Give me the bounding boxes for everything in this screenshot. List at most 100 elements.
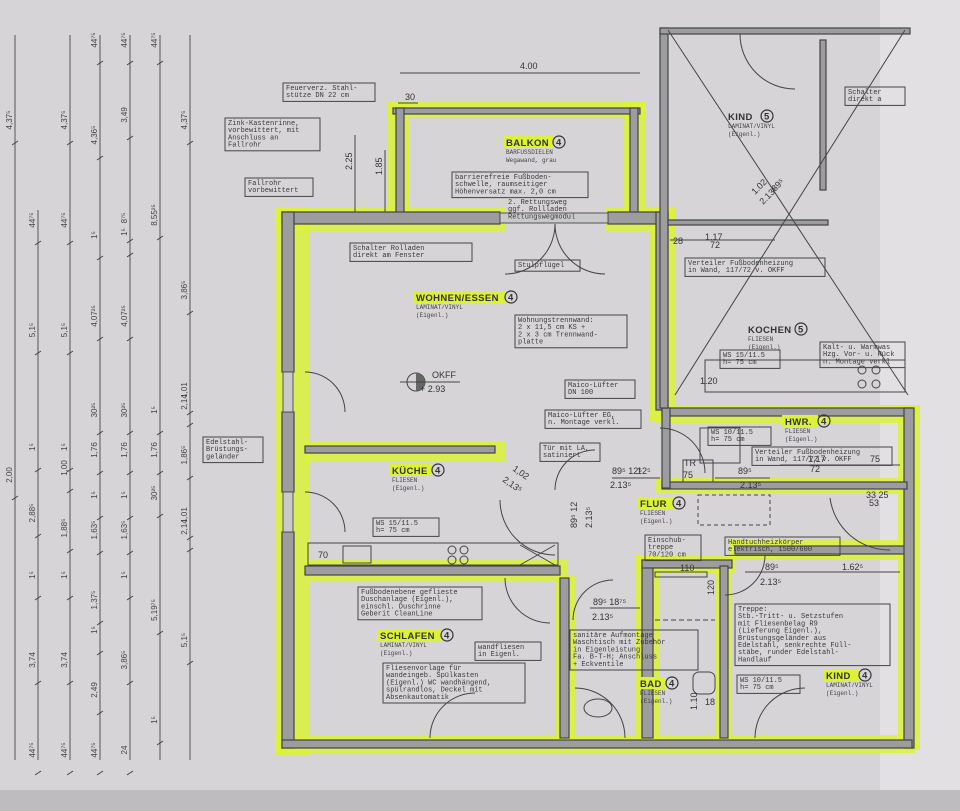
room-name-balkon: BALKON	[506, 138, 549, 149]
dimension-tick	[156, 740, 164, 746]
room-number-circle	[760, 109, 774, 123]
dimension-tick	[34, 680, 42, 686]
door-arc	[754, 687, 806, 739]
dimension-label: 89⁵ 18⁷⁵	[593, 597, 627, 607]
fridge-icon	[519, 544, 556, 566]
room-name-kind5: KIND	[728, 112, 753, 123]
dimension-tick	[186, 422, 194, 428]
dimension-chain-label: 44⁷⁵	[28, 212, 37, 227]
note-box	[202, 436, 264, 464]
room-highlight	[782, 415, 818, 427]
room-number-kochen5: 5	[798, 325, 804, 336]
dimension-tick	[34, 240, 42, 246]
note-schalter2-line: Schalter	[848, 89, 882, 97]
door-arc	[572, 579, 614, 621]
dimension-tick	[126, 135, 134, 141]
note-rinne-line: Fallrohr	[228, 142, 262, 150]
note-wasser-line: Kalt- u. Warmwas	[823, 344, 890, 352]
note-schwelle-line: barrierefreie Fußboden-	[455, 174, 552, 182]
note-ws_hwr-line: WS 10/11.5	[711, 429, 753, 437]
dimension-label: 2.13⁵	[740, 480, 762, 490]
dimension-tick	[66, 680, 74, 686]
note-sanitaer-line: Waschtisch mit Zubehör	[573, 639, 665, 647]
note-box	[382, 662, 526, 704]
dimension-chain-label: 1⁵	[90, 231, 99, 239]
note-wandfliesen-line: wandfliesen	[478, 644, 524, 652]
dimension-chain-label: 44⁷⁵	[60, 212, 69, 227]
dimension-chain-label: 1⁵	[120, 491, 129, 499]
note-schwelle-line: Höhenversatz max. 2,0 cm	[455, 188, 556, 196]
room-detail-hwr: (Eigenl.)	[785, 436, 817, 443]
note-ws_kueche-line: WS 15/11.5	[376, 520, 418, 528]
note-box	[819, 341, 906, 369]
stove-burner-icon	[447, 545, 457, 555]
note-box	[844, 86, 906, 106]
room-highlight	[503, 136, 553, 148]
dimension-tick	[66, 350, 74, 356]
note-maico1-line: DN 100	[568, 389, 593, 397]
note-treppe-line: stäbe, runder Edelstahl-	[738, 649, 839, 657]
note-dusche-line: einschl. Duschrinne	[361, 603, 441, 611]
dimension-label: TR	[684, 458, 696, 468]
dimension-chain-label: 1⁵	[90, 491, 99, 499]
dimension-chain-label: 1,63⁵	[120, 521, 129, 540]
dimension-chain-label: 1,00	[60, 460, 69, 476]
room-detail-bad: (Eigenl.)	[640, 698, 672, 705]
room-number-balkon: 4	[556, 138, 562, 149]
dimension-tick	[186, 410, 194, 416]
door-arc	[304, 491, 346, 533]
note-trennwand-line: 2 x 3 cm Trennwand-	[518, 331, 598, 339]
dimension-tick	[66, 140, 74, 146]
dimension-lines	[354, 72, 900, 609]
dimension-chain-label: 1,76	[120, 442, 129, 458]
dimension-label: 2.13⁵	[760, 577, 782, 587]
stove-burner-icon	[857, 365, 867, 375]
dimension-label: 75	[870, 454, 880, 464]
dimension-chain-label: 5,1⁵	[60, 323, 69, 337]
dimension-tick	[126, 770, 134, 776]
note-tuer-line: Tür mit LA,	[543, 445, 589, 453]
note-box	[734, 603, 891, 667]
note-treppe-line: Edelstahl, senkrechte Füll-	[738, 642, 851, 650]
note-box	[564, 379, 636, 399]
note-box	[707, 426, 772, 446]
dimension-chain-label: 44⁷⁵	[120, 32, 129, 47]
note-box	[372, 517, 440, 537]
dimension-tick	[34, 467, 42, 473]
dimension-label: 89⁵	[765, 562, 779, 572]
dimension-label: 1.10	[689, 692, 699, 710]
dimension-chains: 4,37⁵2,0044⁷⁵5,1⁵1⁵2,88⁵1⁵3,7444⁷⁵4,37⁵4…	[5, 32, 194, 776]
note-spuelkasten-line: wandeingeb. Spülkasten	[386, 672, 478, 680]
attic-hatch-outline	[697, 494, 771, 526]
room-floor-balkon: BARFUSSDIELEN	[506, 149, 553, 156]
dimension-chain-label: 1,76	[150, 442, 159, 458]
dimension-chain-label: 2,88⁵	[28, 504, 37, 523]
note-tuer-line: satiniert	[543, 452, 581, 460]
dimension-chain-label: 4,37⁵	[5, 111, 14, 130]
dimension-label: 110	[680, 563, 694, 573]
dimension-tick	[96, 770, 104, 776]
dimension-tick	[11, 140, 19, 146]
room-number-circle	[794, 322, 808, 336]
dimension-label: 1.17	[705, 232, 723, 242]
room-number-circle	[431, 463, 445, 477]
note-ws_hwr-line: h= 75 cm	[711, 436, 745, 444]
note-rinne-line: Zink-Kastenrinne,	[228, 120, 299, 128]
room-detail-wohnen: (Eigenl.)	[416, 312, 448, 319]
room-name-kochen5: KOCHEN	[748, 325, 792, 336]
dimension-chain-label: 44⁷⁵	[90, 32, 99, 47]
note-verteiler_oben-line: Verteiler Fußbodenheizung	[688, 260, 793, 268]
note-spuelkasten-line: Fliesenvorlage für	[386, 665, 462, 673]
dimension-tick	[126, 515, 134, 521]
dimension-label: 2.13⁵	[584, 506, 594, 528]
door-arc	[739, 33, 796, 90]
note-trennwand-line: 2 x 11,5 cm KS +	[518, 324, 585, 332]
note-fallrohr-line: Fallrohr	[248, 180, 282, 188]
room-highlight	[823, 669, 859, 681]
note-wasser-line: n. Montage verkl	[823, 358, 890, 366]
dimension-tick	[126, 430, 134, 436]
room-highlight	[413, 291, 505, 303]
dimension-chain-label: 4,37⁵	[180, 111, 189, 130]
door-arc	[724, 554, 766, 596]
dimension-tick	[186, 535, 194, 541]
